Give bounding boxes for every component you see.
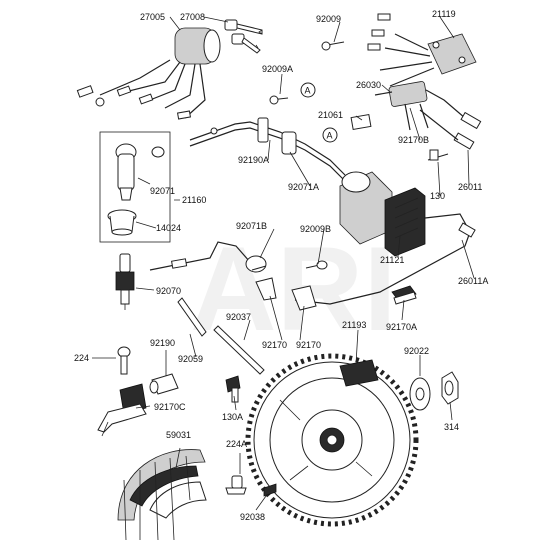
screw-92009 — [321, 41, 345, 51]
bolt-130 — [427, 149, 449, 161]
callout-a-top-letter: A — [305, 86, 311, 96]
label-21121: 21121 — [380, 255, 404, 265]
ignition-switch — [76, 27, 221, 120]
label-92170b: 92170B — [398, 135, 429, 145]
ignition-keys — [224, 19, 263, 54]
label-14024: 14024 — [156, 223, 181, 233]
callout-a-bottom-letter: A — [327, 131, 333, 141]
label-130a: 130A — [222, 412, 243, 422]
plug-cap — [115, 143, 165, 201]
bolt-130a — [225, 375, 241, 403]
screw-224a — [225, 475, 247, 495]
rectifier — [350, 81, 482, 150]
part-labels: 27005 27008 92009 21119 92009A 26030 210… — [74, 9, 488, 522]
label-27008: 27008 — [180, 12, 205, 22]
label-92170-right: 92170 — [296, 340, 321, 350]
label-21061: 21061 — [318, 110, 343, 120]
cap-boot-14024 — [107, 209, 137, 236]
label-92022: 92022 — [404, 346, 429, 356]
callout-a-top — [300, 82, 316, 98]
bracket-92170c — [97, 383, 147, 437]
label-224: 224 — [74, 353, 89, 363]
label-92071b: 92071B — [236, 221, 267, 231]
label-59031: 59031 — [166, 430, 191, 440]
label-314: 314 — [444, 422, 459, 432]
label-92009b: 92009B — [300, 224, 331, 234]
key-92038 — [263, 483, 277, 497]
label-21193: 21193 — [342, 320, 366, 330]
pin-92059 — [177, 297, 207, 337]
label-224a: 224A — [226, 439, 247, 449]
screw-92009b — [305, 260, 328, 270]
clamp-92170a — [391, 285, 417, 305]
ignition-cable — [189, 117, 346, 182]
flywheel — [245, 353, 419, 527]
label-92009: 92009 — [316, 14, 341, 24]
starter-cup — [117, 449, 207, 541]
label-92170-left: 92170 — [262, 340, 287, 350]
label-92038: 92038 — [240, 512, 265, 522]
label-92170a: 92170A — [386, 322, 417, 332]
screw-92009a — [269, 95, 289, 105]
leader-lines — [92, 16, 475, 511]
label-26030: 26030 — [356, 80, 381, 90]
label-21160: 21160 — [182, 195, 206, 205]
label-130: 130 — [430, 191, 445, 201]
callout-a-bottom — [322, 127, 338, 143]
label-26011: 26011 — [458, 182, 482, 192]
label-27005: 27005 — [140, 12, 165, 22]
washer-92022 — [409, 377, 431, 411]
clamps-92170 — [255, 277, 317, 311]
screw-224 — [117, 346, 131, 375]
label-92071: 92071 — [150, 186, 175, 196]
label-92071a: 92071A — [288, 182, 319, 192]
plug-cap-group-box — [99, 131, 171, 243]
nut-314 — [441, 371, 459, 405]
label-26011a: 26011A — [458, 276, 488, 286]
rod-92037 — [213, 325, 265, 375]
label-92059: 92059 — [178, 354, 203, 364]
label-92190: 92190 — [150, 338, 175, 348]
collar-92190 — [149, 373, 179, 395]
label-21119: 21119 — [432, 9, 456, 19]
label-92009a: 92009A — [262, 64, 293, 74]
label-92070: 92070 — [156, 286, 181, 296]
label-92037: 92037 — [226, 312, 251, 322]
regulator — [367, 13, 477, 87]
label-92170c: 92170C — [154, 402, 186, 412]
spark-plug — [115, 253, 135, 310]
stop-wire — [149, 241, 267, 273]
label-92190a: 92190A — [238, 155, 269, 165]
ignition-coil — [294, 171, 476, 305]
